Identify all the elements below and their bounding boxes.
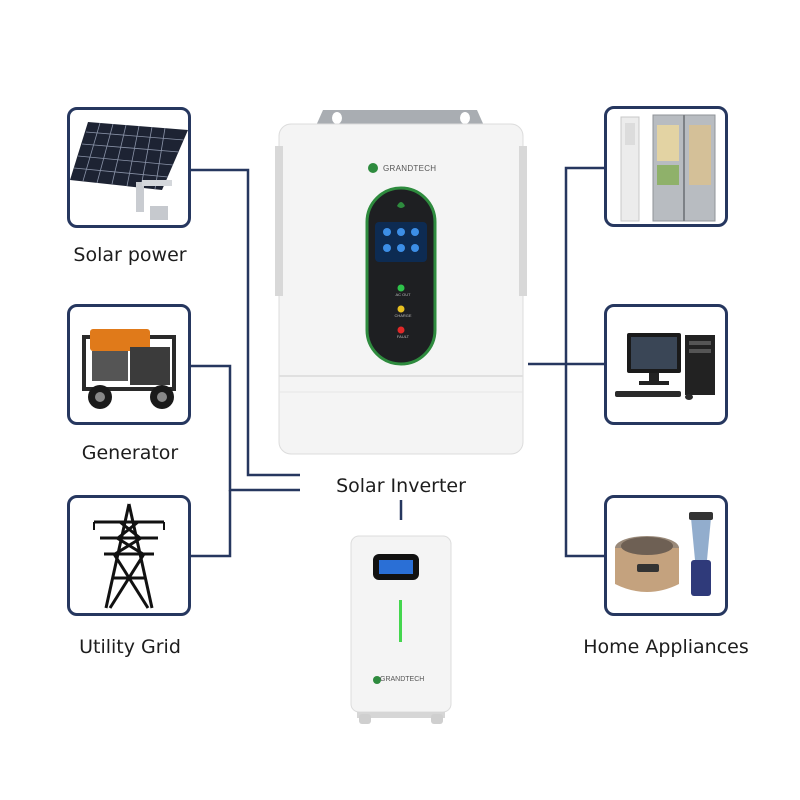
indicator-ac-out: AC OUT [395,292,411,297]
refrigerator-icon [620,114,716,222]
power-tower-icon [93,503,165,609]
inverter-label: Solar Inverter [336,475,466,497]
generator-icon [82,329,176,409]
battery-brand: GRANDTECH [380,676,425,683]
source-label-solar: Solar power [73,244,187,266]
outputs-label: Home Appliances [583,636,749,658]
appliance-frame-kitchen [604,495,728,616]
inverter-brand: GRANDTECH [383,164,437,173]
source-label-utility-grid: Utility Grid [79,636,181,658]
utility-grid-frame [67,495,191,616]
appliance-frame-computer [604,304,728,425]
indicator-charge: CHARGE [394,313,412,318]
battery-unit [350,535,452,724]
inverter-unit [275,110,527,455]
source-label-generator: Generator [81,442,179,464]
desktop-computer-icon [615,333,715,400]
solar-panel-icon [70,122,188,220]
indicator-fault: FAULT [396,334,410,339]
solar-power-frame [67,107,191,228]
rice-cooker-icon [615,512,713,596]
generator-frame [67,304,191,425]
appliance-frame-refrigerator [604,106,728,227]
